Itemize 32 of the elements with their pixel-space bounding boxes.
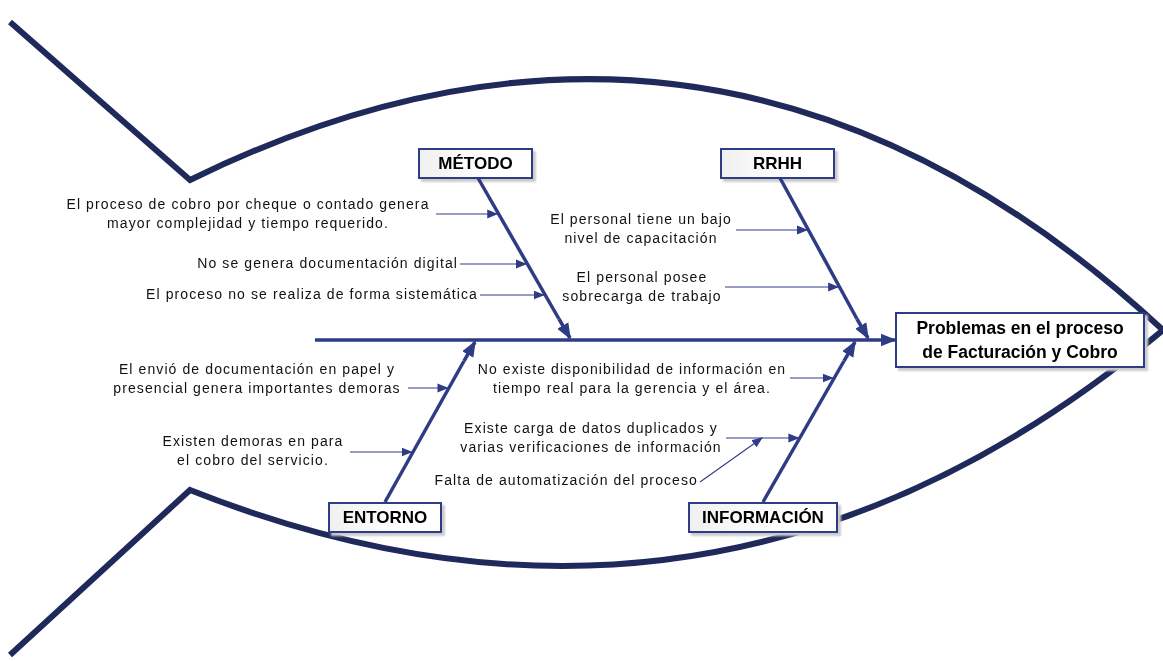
bone-line	[780, 176, 857, 321]
arrow	[479, 290, 545, 300]
category-box: MÉTODO	[418, 148, 533, 179]
category-box: INFORMACIÓN	[688, 502, 838, 533]
category-box: ENTORNO	[328, 502, 442, 533]
arrow	[699, 437, 763, 483]
cause-text: El envió de documentación en papel y presencial genera importantes demoras	[108, 360, 406, 398]
category-box: RRHH	[720, 148, 835, 179]
cause-text: No se genera documentación digital	[197, 254, 458, 273]
cause-text: No existe disponibilidad de información en tiempo real para la gerencia y el área.	[476, 360, 788, 398]
cause-text: Existe carga de datos duplicados y varias verificaciones de información	[458, 419, 724, 457]
arrow	[407, 383, 449, 393]
arrow	[789, 373, 834, 383]
cause-text: El proceso de cobro por cheque o contado genera mayor complejidad y tiempo requerido.	[62, 195, 434, 233]
arrow	[435, 209, 499, 219]
cause-text: El personal tiene un bajo nivel de capacitación	[548, 210, 734, 248]
arrow	[459, 259, 527, 269]
arrowhead-segment	[462, 340, 477, 362]
arrowhead-segment	[862, 333, 897, 347]
cause-text: Falta de automatización del proceso	[434, 471, 698, 490]
arrowhead-segment	[842, 340, 857, 362]
effect-box: Problemas en el proceso de Facturación y Cobro	[895, 312, 1145, 368]
arrowhead-segment	[855, 318, 870, 340]
arrow	[735, 225, 808, 235]
arrowhead-segment	[557, 318, 572, 340]
arrow	[349, 447, 413, 457]
cause-text: Existen demoras en para el cobro del servicio.	[158, 432, 348, 470]
cause-text: El proceso no se realiza de forma sistemática	[146, 285, 478, 304]
cause-text: El personal posee sobrecarga de trabajo	[561, 268, 723, 306]
arrow	[724, 282, 840, 292]
arrow	[725, 433, 800, 443]
spine-line	[315, 338, 862, 342]
